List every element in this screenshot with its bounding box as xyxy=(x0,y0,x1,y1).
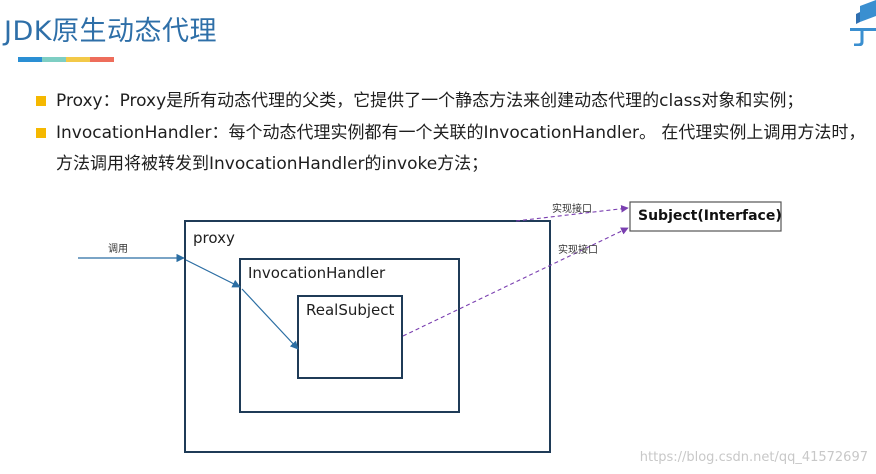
invocation-handler-label: InvocationHandler xyxy=(248,264,386,282)
subject-interface-label: Subject(Interface) xyxy=(638,208,782,224)
bullet-text: InvocationHandler：每个动态代理实例都有一个关联的Invocat… xyxy=(56,123,866,174)
slide-title: JDK原生动态代理 xyxy=(4,16,217,47)
real-subject-box xyxy=(297,295,403,379)
proxy-label: proxy xyxy=(193,229,235,247)
proxy-box xyxy=(184,220,551,453)
proxy-implements-arrow xyxy=(515,204,629,222)
bullet-item-invocation-handler: InvocationHandler：每个动态代理实例都有一个关联的Invocat… xyxy=(36,118,876,180)
invocation-handler-box xyxy=(239,258,460,413)
handler-to-realsubject-arrow xyxy=(241,288,299,350)
accent-segment-3 xyxy=(66,57,90,62)
bullet-item-proxy: Proxy：Proxy是所有动态代理的父类，它提供了一个静态方法来创建动态代理的… xyxy=(36,86,876,117)
accent-segment-2 xyxy=(42,57,66,62)
bullet-square-icon xyxy=(36,96,46,106)
implements-edge-label-top: 实现接口 xyxy=(552,204,592,215)
accent-segment-4 xyxy=(90,57,114,62)
implements-edge-label-bottom: 实现接口 xyxy=(558,245,598,256)
accent-segment-1 xyxy=(18,57,42,62)
title-accent-bar xyxy=(18,57,114,62)
subject-interface-box xyxy=(629,201,782,232)
real-subject-label: RealSubject xyxy=(306,301,395,319)
bullet-text: Proxy：Proxy是所有动态代理的父类，它提供了一个静态方法来创建动态代理的… xyxy=(56,91,804,111)
watermark: https://blog.csdn.net/qq_41572697 xyxy=(639,450,868,465)
logo-icon xyxy=(850,0,876,46)
bullet-list: Proxy：Proxy是所有动态代理的父类，它提供了一个静态方法来创建动态代理的… xyxy=(36,86,876,180)
bullet-square-icon xyxy=(36,128,46,138)
call-edge-label: 调用 xyxy=(108,244,128,255)
proxy-to-handler-arrow xyxy=(185,259,241,288)
